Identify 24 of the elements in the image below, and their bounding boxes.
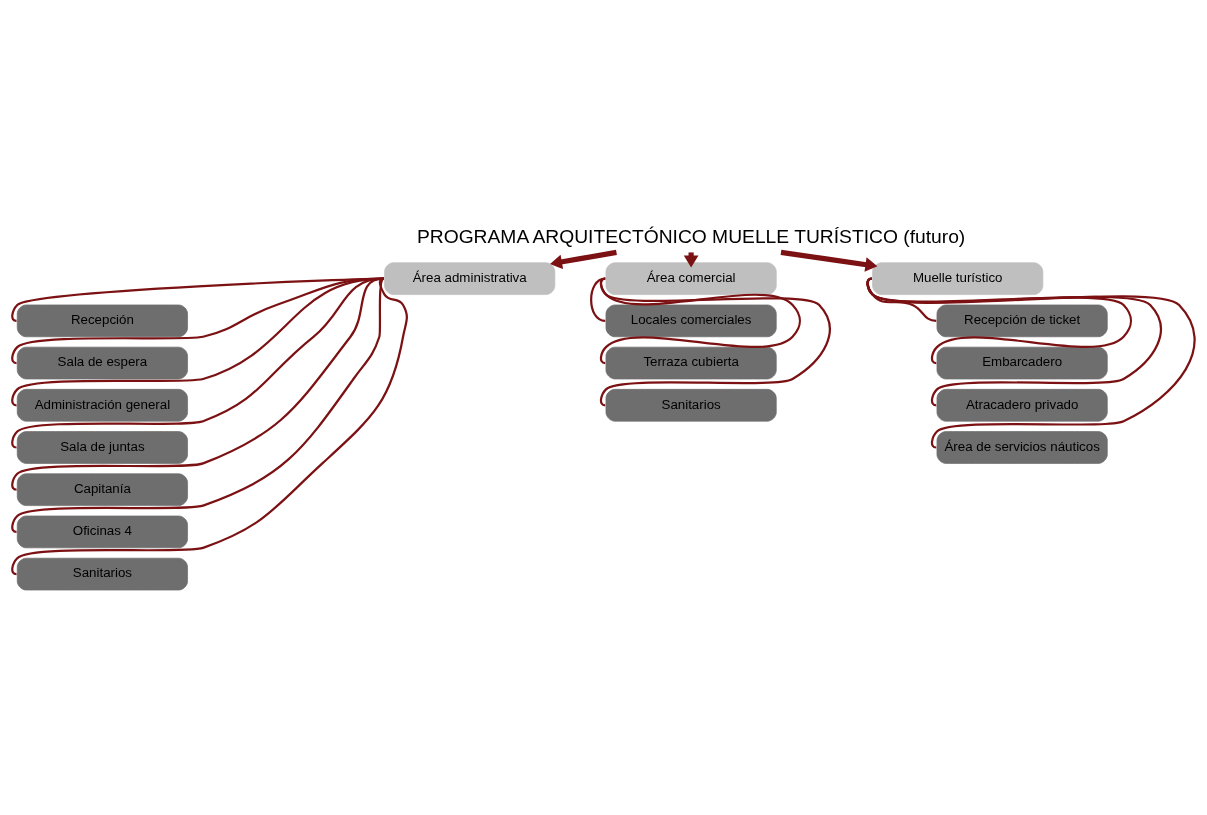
node-box: Sala de juntas bbox=[16, 431, 188, 464]
node-box: Área de servicios náuticos bbox=[936, 431, 1108, 464]
arrow bbox=[780, 249, 878, 272]
node-box: Administración general bbox=[16, 389, 188, 422]
node-box: Sanitarios bbox=[16, 557, 188, 591]
node-box: Recepción bbox=[16, 304, 188, 338]
node-box: Oficinas 4 bbox=[16, 515, 188, 549]
node-box: Atracadero privado bbox=[936, 389, 1108, 422]
node-box: Recepción de ticket bbox=[936, 304, 1108, 338]
connector bbox=[11, 277, 384, 491]
node-box: Locales comerciales bbox=[605, 304, 777, 338]
node-box: Capitanía bbox=[16, 473, 188, 506]
connector bbox=[11, 278, 385, 533]
node-box: Sanitarios bbox=[605, 389, 777, 422]
node-box: Área comercial bbox=[605, 262, 777, 295]
node-box: Muelle turístico bbox=[872, 262, 1044, 295]
node-text: PROGRAMA ARQUITECTÓNICO MUELLE TURÍSTICO (futuro) bbox=[416, 226, 966, 248]
node-box: Área administrativa bbox=[384, 262, 556, 295]
node-box: Terraza cubierta bbox=[605, 346, 777, 380]
arrow bbox=[550, 249, 617, 270]
node-box: Sala de espera bbox=[16, 346, 188, 380]
connector bbox=[11, 277, 408, 575]
connector bbox=[590, 277, 606, 322]
node-box: Embarcadero bbox=[936, 346, 1108, 380]
